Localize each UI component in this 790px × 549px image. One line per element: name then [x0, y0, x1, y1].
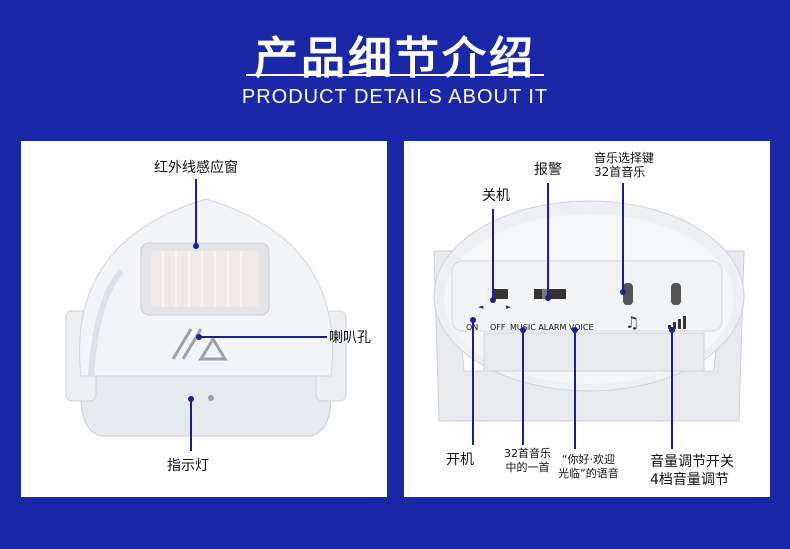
page-subtitle: PRODUCT DETAILS ABOUT IT [241, 86, 549, 108]
one-of-32-callout-line [522, 329, 524, 445]
volume-callout-line [671, 329, 673, 449]
one-of-32-callout-dot [520, 327, 526, 333]
title-divider [246, 74, 544, 76]
power-off-callout-dot [490, 297, 496, 303]
music-select-callout-line [622, 183, 624, 291]
indicator-light-label: 指示灯 [167, 458, 209, 474]
welcome-voice-callout-dot [572, 327, 578, 333]
welcome-voice-label: “你好·欢迎 光临”的语音 [558, 453, 619, 481]
alarm-label: 报警 [534, 162, 562, 178]
indicator-light-callout-line [190, 399, 192, 451]
volume-label: 音量调节开关 4档音量调节 [650, 453, 734, 489]
music-select-label: 音乐选择键 32首音乐 [594, 151, 654, 179]
svg-text:►: ► [506, 303, 512, 311]
power-off-label: 关机 [482, 188, 510, 204]
music-select-callout-dot [620, 289, 626, 295]
speaker-hole-label: 喇叭孔 [329, 330, 371, 346]
power-on-callout-dot [470, 317, 476, 323]
back-view-panel: ◄ ► ♫ ON OFF MUSIC ALARM VOICE 关机 报警 音乐选… [404, 141, 770, 497]
alarm-callout-dot [545, 295, 551, 301]
header: 产品细节介绍 PRODUCT DETAILS ABOUT IT [0, 0, 790, 138]
music-select-label-line1: 音乐选择键 [594, 151, 655, 165]
indicator-light-callout-dot [188, 396, 194, 402]
one-of-32-label-line2: 中的一首 [505, 461, 550, 474]
power-on-callout-line [472, 319, 474, 445]
speaker-hole-callout-line [199, 336, 327, 338]
modes-marking: MUSIC ALARM VOICE [510, 323, 594, 332]
front-view-device-image [65, 198, 347, 437]
one-of-32-label-line1: 32首音乐 [504, 447, 551, 460]
svg-text:♫: ♫ [625, 313, 639, 332]
back-view-device-image: ◄ ► ♫ [433, 200, 745, 422]
page-title: 产品细节介绍 [254, 33, 536, 84]
volume-callout-dot [669, 327, 675, 333]
power-on-label: 开机 [446, 452, 474, 468]
infrared-window-label: 红外线感应窗 [154, 160, 238, 176]
volume-label-line1: 音量调节开关 [650, 454, 734, 470]
welcome-voice-callout-line [574, 329, 576, 449]
svg-text:◄: ◄ [478, 303, 484, 311]
welcome-voice-label-line1: “你好·欢迎 [561, 453, 615, 466]
infrared-window-callout-dot [193, 243, 199, 249]
alarm-callout-line [547, 183, 549, 297]
off-marking: OFF [490, 323, 506, 332]
front-view-panel: 红外线感应窗 喇叭孔 指示灯 [21, 141, 387, 497]
infrared-window-callout-line [195, 179, 197, 245]
power-off-callout-line [492, 209, 494, 299]
volume-label-line2: 4档音量调节 [650, 472, 729, 488]
one-of-32-label: 32首音乐 中的一首 [504, 447, 551, 475]
welcome-voice-label-line2: 光临”的语音 [558, 467, 619, 480]
music-select-label-line2: 32首音乐 [594, 165, 646, 179]
speaker-hole-callout-dot [196, 334, 202, 340]
